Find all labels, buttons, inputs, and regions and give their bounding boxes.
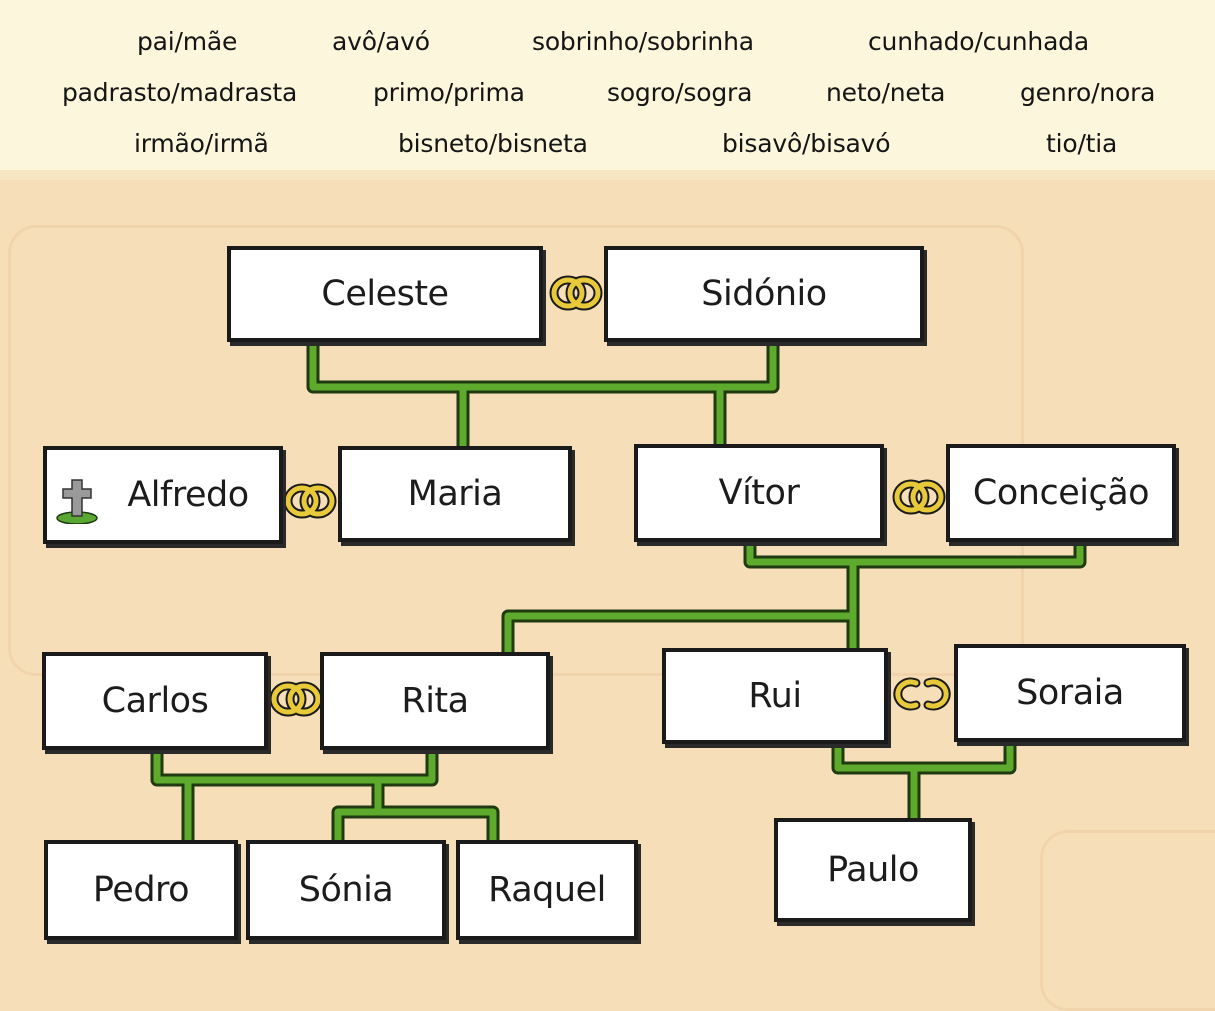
person-name: Sónia bbox=[298, 870, 394, 910]
vocabulary-band: pai/mãe avô/avó sobrinho/sobrinha cunhad… bbox=[0, 0, 1215, 180]
vocab-avo: avô/avó bbox=[332, 27, 430, 56]
vocab-bisneto: bisneto/bisneta bbox=[398, 129, 588, 158]
vocab-neto: neto/neta bbox=[826, 78, 946, 107]
vocab-cunhado: cunhado/cunhada bbox=[868, 27, 1089, 56]
connector-vitor-children bbox=[501, 562, 860, 652]
person-paulo: Paulo bbox=[774, 818, 972, 922]
person-carlos: Carlos bbox=[42, 652, 268, 750]
person-name: Alfredo bbox=[127, 475, 249, 515]
wedding-rings-icon bbox=[549, 275, 603, 311]
vocab-sogro: sogro/sogra bbox=[607, 78, 753, 107]
person-celeste: Celeste bbox=[227, 246, 543, 342]
person-maria: Maria bbox=[338, 446, 572, 542]
person-name: Raquel bbox=[488, 870, 606, 910]
person-alfredo: Alfredo bbox=[43, 446, 283, 544]
tombstone-icon bbox=[56, 479, 98, 524]
vocab-genro: genro/nora bbox=[1020, 78, 1156, 107]
vocab-pai-mae: pai/mãe bbox=[137, 27, 238, 56]
person-name: Conceição bbox=[972, 473, 1150, 513]
person-vitor: Vítor bbox=[634, 444, 884, 542]
person-name: Rui bbox=[748, 676, 802, 716]
vocab-irmao: irmão/irmã bbox=[134, 129, 269, 158]
person-sidonio: Sidónio bbox=[604, 246, 924, 342]
person-name: Pedro bbox=[92, 870, 190, 910]
person-rita: Rita bbox=[320, 652, 550, 750]
person-soraia: Soraia bbox=[954, 644, 1186, 742]
person-name: Vítor bbox=[718, 473, 800, 513]
person-name: Carlos bbox=[101, 681, 209, 721]
person-pedro: Pedro bbox=[44, 840, 238, 940]
person-name: Maria bbox=[407, 474, 503, 514]
wedding-rings-icon bbox=[892, 479, 946, 515]
connector-celeste-sidonio bbox=[306, 340, 780, 394]
connector-carlos-rita bbox=[150, 750, 439, 787]
wedding-rings-icon bbox=[269, 681, 323, 717]
connector-grandparents-children bbox=[456, 380, 727, 446]
person-conceicao: Conceição bbox=[946, 444, 1176, 542]
person-name: Soraia bbox=[1016, 673, 1124, 713]
connector-rui-soraia bbox=[831, 742, 1017, 775]
vocab-tio: tio/tia bbox=[1046, 129, 1118, 158]
wedding-rings-icon bbox=[283, 483, 337, 519]
person-name: Celeste bbox=[321, 274, 449, 314]
broken-rings-icon bbox=[893, 677, 951, 711]
person-raquel: Raquel bbox=[456, 840, 638, 940]
person-name: Sidónio bbox=[701, 274, 827, 314]
vocab-padrasto: padrasto/madrasta bbox=[62, 78, 298, 107]
person-sonia: Sónia bbox=[246, 840, 446, 940]
person-name: Rita bbox=[401, 681, 469, 721]
person-name: Paulo bbox=[827, 850, 919, 890]
person-rui: Rui bbox=[662, 648, 888, 744]
vocab-sobrinho: sobrinho/sobrinha bbox=[532, 27, 754, 56]
vocab-bisavo: bisavô/bisavó bbox=[722, 129, 891, 158]
vocab-primo: primo/prima bbox=[373, 78, 525, 107]
